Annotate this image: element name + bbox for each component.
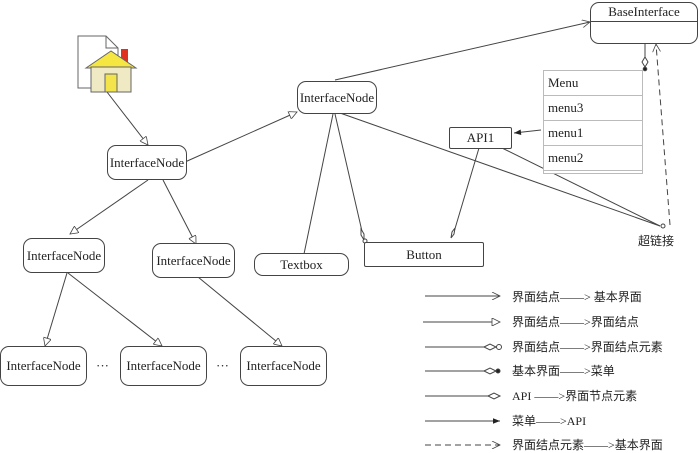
textbox-node[interactable]: Textbox bbox=[254, 253, 349, 276]
level2-interface-node-a[interactable]: InterfaceNode bbox=[23, 238, 105, 273]
edge-api-button bbox=[453, 147, 480, 233]
menu-table: Menu menu3 menu1 menu2 bbox=[543, 70, 643, 174]
api1-node[interactable]: API1 bbox=[449, 127, 512, 149]
edge-hyperlink-base bbox=[656, 44, 671, 226]
edge-root-l2b bbox=[162, 179, 197, 244]
ellipsis: ··· bbox=[216, 358, 229, 373]
edge-home-root bbox=[106, 91, 148, 145]
level3-interface-node-c[interactable]: InterfaceNode bbox=[240, 346, 327, 386]
menu-item[interactable]: menu1 bbox=[544, 121, 642, 146]
base-interface-node[interactable]: BaseInterface bbox=[590, 2, 698, 44]
edge-mid-button bbox=[334, 113, 365, 241]
edge-l2b-l3c bbox=[197, 276, 282, 346]
edge-l2a-l3a bbox=[45, 272, 68, 346]
home-page-icon bbox=[77, 35, 138, 93]
legend-item: 界面结点——>界面结点元素 bbox=[512, 340, 663, 354]
legend-item: 界面结点——>界面结点 bbox=[512, 315, 639, 329]
edge-mid-hyperlink bbox=[339, 112, 661, 227]
menu-item[interactable]: menu3 bbox=[544, 96, 642, 121]
edge-menu-api bbox=[513, 129, 542, 136]
root-interface-node[interactable]: InterfaceNode bbox=[107, 145, 187, 180]
button-node[interactable]: Button bbox=[364, 242, 484, 267]
legend-item: 菜单——>API bbox=[512, 414, 587, 428]
edge-api-hyperlink bbox=[501, 147, 661, 227]
edge-mid-textbox bbox=[303, 113, 334, 255]
edge-mid-base bbox=[334, 22, 590, 81]
edge-l2a-l3b bbox=[67, 272, 162, 346]
level3-interface-node-b[interactable]: InterfaceNode bbox=[120, 346, 207, 386]
ellipsis: ··· bbox=[96, 358, 109, 373]
edge-root-mid bbox=[184, 112, 297, 163]
legend-item: 界面结点——> 基本界面 bbox=[512, 290, 642, 304]
mid-interface-node[interactable]: InterfaceNode bbox=[297, 81, 377, 114]
diamond-mark bbox=[360, 227, 365, 242]
base-interface-title: BaseInterface bbox=[591, 3, 697, 22]
level2-interface-node-b[interactable]: InterfaceNode bbox=[152, 243, 235, 278]
hyperlink-label: 超链接 bbox=[638, 234, 675, 248]
edge-root-l2a bbox=[70, 179, 149, 234]
legend-item: 基本界面——>菜单 bbox=[512, 364, 615, 378]
legend-item: API ——>界面节点元素 bbox=[512, 389, 638, 403]
level3-interface-node-a[interactable]: InterfaceNode bbox=[0, 346, 87, 386]
menu-title: Menu bbox=[544, 71, 642, 96]
menu-item[interactable]: menu2 bbox=[544, 146, 642, 171]
legend-item: 界面结点元素——>基本界面 bbox=[512, 438, 663, 452]
